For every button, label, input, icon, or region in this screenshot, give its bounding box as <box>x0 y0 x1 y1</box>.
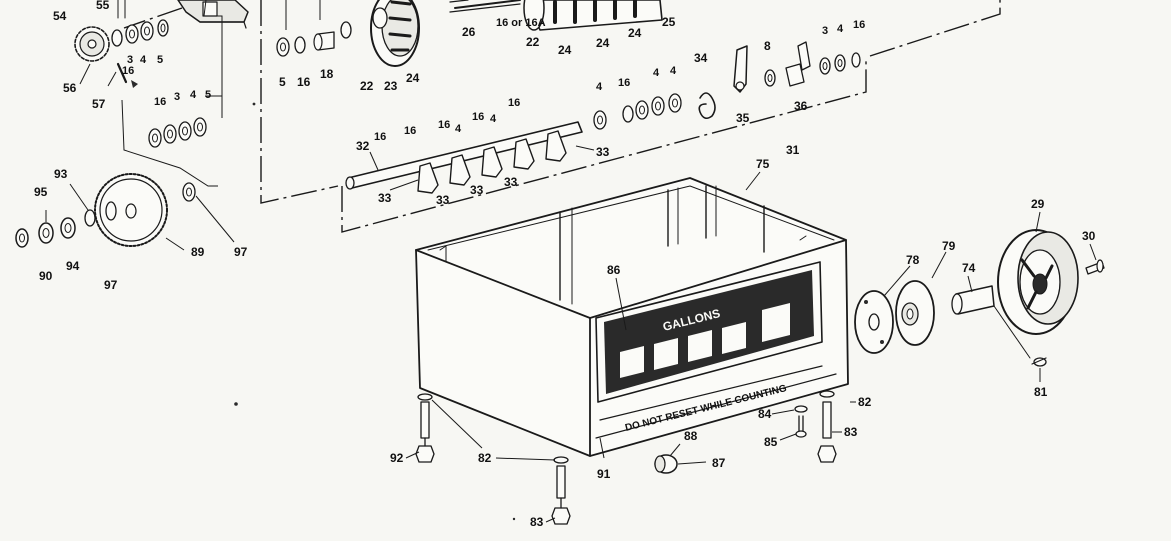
label-33c: 33 <box>470 183 484 197</box>
flange-plate-78 <box>854 290 894 354</box>
label-16e: 16 <box>618 77 630 89</box>
label-92: 92 <box>390 451 404 465</box>
label-89: 89 <box>191 245 205 259</box>
label-16d: 16 <box>853 19 865 31</box>
label-8: 8 <box>764 39 771 53</box>
label-56: 56 <box>63 81 77 95</box>
label-36: 36 <box>794 99 808 113</box>
label-16i: 16 <box>472 111 484 123</box>
label-16f: 16 <box>374 131 386 143</box>
label-29: 29 <box>1031 197 1045 211</box>
label-4a: 4 <box>140 54 147 66</box>
reset-knob-88 <box>654 454 678 474</box>
label-93: 93 <box>54 167 68 181</box>
sleeve-74 <box>951 285 1031 359</box>
label-33e: 33 <box>596 145 610 159</box>
label-16g: 16 <box>404 125 416 137</box>
label-16j: 16 <box>508 97 520 109</box>
number-wheels-24 <box>449 0 663 31</box>
label-83b: 83 <box>530 515 544 529</box>
label-86: 86 <box>607 263 621 277</box>
label-3b: 3 <box>174 91 180 103</box>
label-91: 91 <box>597 467 611 481</box>
label-4f: 4 <box>670 65 677 77</box>
spacers-5-16-18 <box>276 0 352 57</box>
label-4g: 4 <box>455 123 462 135</box>
label-16or16a: 16 or 16A <box>496 17 546 29</box>
label-82a: 82 <box>858 395 872 409</box>
label-79: 79 <box>942 239 956 253</box>
label-3a: 3 <box>127 54 133 66</box>
label-88: 88 <box>684 429 698 443</box>
screw-30 <box>1085 259 1105 275</box>
label-22b: 22 <box>526 35 540 49</box>
label-16a: 16 <box>122 65 134 77</box>
label-95: 95 <box>34 185 48 199</box>
label-22a: 22 <box>360 79 374 93</box>
label-4h: 4 <box>490 113 497 125</box>
label-25: 25 <box>662 15 676 29</box>
label-81: 81 <box>1034 385 1048 399</box>
label-54: 54 <box>53 9 67 23</box>
label-16b: 16 <box>154 96 166 108</box>
handwheel-29 <box>997 229 1079 335</box>
washer-stack-lower <box>121 0 223 187</box>
label-33b: 33 <box>436 193 450 207</box>
washers-shaft-31 <box>593 93 682 130</box>
foot-screws <box>415 390 837 525</box>
label-30: 30 <box>1082 229 1096 243</box>
label-82b: 82 <box>478 451 492 465</box>
label-57: 57 <box>92 97 106 111</box>
small-parts-90-95 <box>15 182 196 248</box>
label-78: 78 <box>906 253 920 267</box>
label-24a: 24 <box>406 71 420 85</box>
label-97b: 97 <box>234 245 248 259</box>
label-85: 85 <box>764 435 778 449</box>
label-4b: 4 <box>190 89 197 101</box>
part-labels: 54 55 56 57 3 4 5 16 16 3 4 5 93 95 90 9… <box>34 0 1096 529</box>
label-32: 32 <box>356 139 370 153</box>
label-55: 55 <box>96 0 110 12</box>
label-18: 18 <box>320 67 334 81</box>
label-97a: 97 <box>104 278 118 292</box>
label-35: 35 <box>736 111 750 125</box>
reset-parts-8-34-35-36 <box>698 41 861 120</box>
screw-81 <box>1031 357 1047 367</box>
label-74: 74 <box>962 261 976 275</box>
label-87: 87 <box>712 456 726 470</box>
label-4c: 4 <box>837 23 844 35</box>
pawl-shaft-32 <box>345 121 583 194</box>
label-24c: 24 <box>596 36 610 50</box>
label-5c: 5 <box>279 75 286 89</box>
label-3c: 3 <box>822 25 828 37</box>
label-75: 75 <box>756 157 770 171</box>
washer-stack-upper <box>111 19 169 88</box>
label-34: 34 <box>694 51 708 65</box>
label-5a: 5 <box>157 54 163 66</box>
sprocket-bracket <box>117 0 249 29</box>
counter-window-86: GALLONS <box>595 261 823 403</box>
label-33d: 33 <box>504 175 518 189</box>
label-4d: 4 <box>596 81 603 93</box>
label-90: 90 <box>39 269 53 283</box>
label-24d: 24 <box>628 26 642 40</box>
leader-lines <box>45 63 1097 523</box>
label-5b: 5 <box>205 89 211 101</box>
number-wheel-22 <box>370 0 420 67</box>
label-4e: 4 <box>653 67 660 79</box>
sprocket-56 <box>74 26 110 62</box>
label-26: 26 <box>462 25 476 39</box>
label-83a: 83 <box>844 425 858 439</box>
hub-79 <box>895 280 935 346</box>
label-24b: 24 <box>558 43 572 57</box>
label-23: 23 <box>384 79 398 93</box>
label-84: 84 <box>758 407 772 421</box>
label-16h: 16 <box>438 119 450 131</box>
label-33a: 33 <box>378 191 392 205</box>
label-31: 31 <box>786 143 800 157</box>
large-sprocket-89 <box>94 173 168 247</box>
label-16c: 16 <box>297 75 311 89</box>
label-94: 94 <box>66 259 80 273</box>
